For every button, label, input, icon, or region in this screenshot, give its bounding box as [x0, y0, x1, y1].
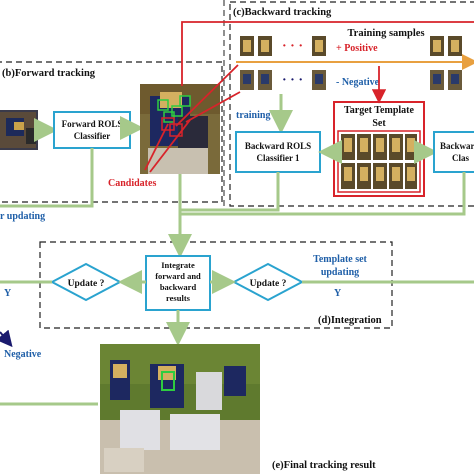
candidates-label-line-1	[144, 123, 169, 171]
candidates-image	[140, 84, 220, 174]
candidates-label: Candidates	[108, 178, 156, 189]
integrate-line4: results	[166, 293, 191, 303]
positive-samples-row	[240, 36, 462, 56]
final-result-title: (e)Final tracking result	[272, 460, 376, 471]
backward-down-line	[180, 172, 280, 212]
forward-rols-classifier-box: Forward ROLS Classifier	[53, 111, 131, 149]
integrate-results-box: Integrate forward and backward results	[145, 255, 211, 311]
integration-title: (d)Integration	[318, 315, 382, 326]
integration-frame	[39, 241, 393, 329]
backward-classifier-2-line1: Backwar	[440, 141, 474, 151]
integrate-line2: forward and	[155, 271, 201, 281]
backward-tracking-frame	[229, 1, 474, 207]
update-left-label: Update ?	[68, 279, 105, 289]
backward-tracking-title: (c)Backward tracking	[233, 7, 332, 18]
update-right-diamond: Update ?	[231, 262, 305, 302]
template-thumbnails	[341, 134, 417, 189]
negative-samples-row	[240, 70, 462, 90]
forward-tracking-title: (b)Forward tracking	[2, 68, 96, 79]
positive-label: + Positive	[336, 43, 378, 54]
backward-classifier-1-line1: Backward ROLS	[245, 141, 311, 151]
negative-left-arrow	[0, 329, 13, 348]
final-result-image	[100, 344, 260, 474]
update-left-diamond: Update ?	[49, 262, 123, 302]
template-set-title-line1: Target Template	[344, 105, 414, 116]
y-right-label: Y	[334, 288, 342, 299]
candidates-to-samples-line	[175, 64, 239, 127]
negative-ellipsis: · · ·	[282, 73, 303, 88]
backward-rols-classifier-1-box: Backward ROLS Classifier 1	[235, 131, 321, 173]
forward-tracking-frame	[0, 61, 223, 203]
template-set-updating-line2: updating	[321, 267, 359, 278]
input-frames-image	[0, 110, 38, 150]
updating-label: r updating	[0, 211, 45, 222]
backward-2-down-line	[180, 172, 466, 216]
integrate-line3: backward	[160, 282, 197, 292]
negative-left-label: Negative	[4, 349, 42, 360]
training-samples-label: Training samples	[347, 28, 424, 39]
backward-rols-classifier-2-box: Backwar Clas	[433, 131, 474, 173]
forward-down-line	[0, 148, 94, 208]
forward-classifier-line2: Classifier	[74, 131, 111, 141]
red-loop-path	[181, 21, 474, 86]
backward-classifier-2-line2: Clas	[452, 153, 470, 163]
integrate-line1: Integrate	[161, 260, 195, 270]
forward-classifier-line1: Forward ROLS	[62, 119, 123, 129]
template-set-updating-line1: Template set	[313, 254, 367, 265]
candidates-label-line-2	[149, 119, 191, 173]
backward-classifier-1-line2: Classifier 1	[256, 153, 300, 163]
negative-label: - Negative	[336, 77, 380, 88]
positive-ellipsis: · · ·	[282, 39, 303, 54]
template-set-title-line2: Set	[372, 118, 386, 129]
training-label: training	[236, 110, 270, 121]
y-left-label: Y	[4, 288, 12, 299]
candidates-to-samples-line-2	[185, 91, 241, 123]
update-right-label: Update ?	[250, 279, 287, 289]
target-template-set: Target Template Set	[333, 101, 425, 197]
